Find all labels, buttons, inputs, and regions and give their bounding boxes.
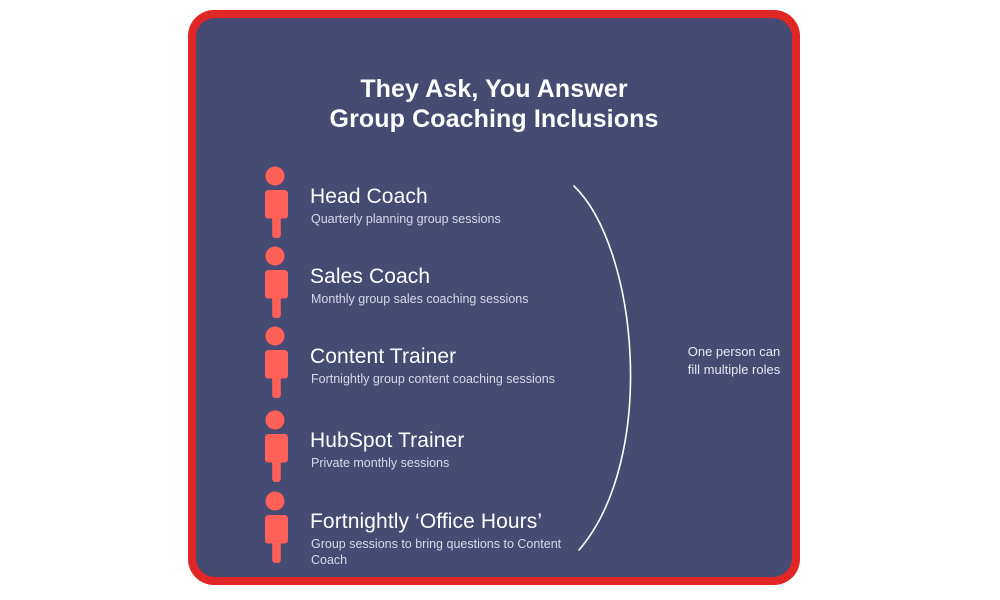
list-item-subtitle: Fortnightly group content coaching sessi… [311,372,555,386]
list-item-title: Content Trainer [310,345,457,368]
list-item-text: Head Coach Quarterly planning group sess… [310,184,650,227]
list-item-text: Fortnightly ‘Office Hours’ Group session… [310,509,650,568]
person-icon [262,326,288,398]
list-item-subtitle: Group sessions to bring questions to Con… [311,537,562,567]
annotation-note: One person can fill multiple roles [674,343,792,379]
list-item-title: Fortnightly ‘Office Hours’ [310,510,543,533]
list-item-title: Head Coach [310,185,428,208]
list-item: Fortnightly ‘Office Hours’ Group session… [262,491,682,571]
list-item-subtitle: Private monthly sessions [311,456,450,470]
list-item-subtitle: Quarterly planning group sessions [311,212,501,226]
list-item-text: Content Trainer Fortnightly group conten… [310,344,650,387]
list-item: Sales Coach Monthly group sales coaching… [262,246,682,326]
list-item-text: HubSpot Trainer Private monthly sessions [310,428,650,471]
list-item: Content Trainer Fortnightly group conten… [262,326,682,406]
annotation-line-2: fill multiple roles [687,362,781,377]
person-icon [262,166,288,238]
inclusions-list: Head Coach Quarterly planning group sess… [196,18,792,577]
title-line-1: They Ask, You Answer [360,75,628,103]
list-item: Head Coach Quarterly planning group sess… [262,166,682,246]
page-title: They Ask, You Answer Group Coaching Incl… [196,74,792,134]
list-item-title: Sales Coach [310,265,431,288]
card-body: They Ask, You Answer Group Coaching Incl… [196,18,792,577]
person-icon [262,246,288,318]
annotation-line-1: One person can [687,344,781,359]
person-icon [262,491,288,563]
list-item-text: Sales Coach Monthly group sales coaching… [310,264,650,307]
card-frame: They Ask, You Answer Group Coaching Incl… [188,10,800,585]
list-item: HubSpot Trainer Private monthly sessions [262,410,682,490]
title-line-2: Group Coaching Inclusions [329,105,659,133]
list-item-subtitle: Monthly group sales coaching sessions [311,292,529,306]
list-item-title: HubSpot Trainer [310,429,465,452]
person-icon [262,410,288,482]
